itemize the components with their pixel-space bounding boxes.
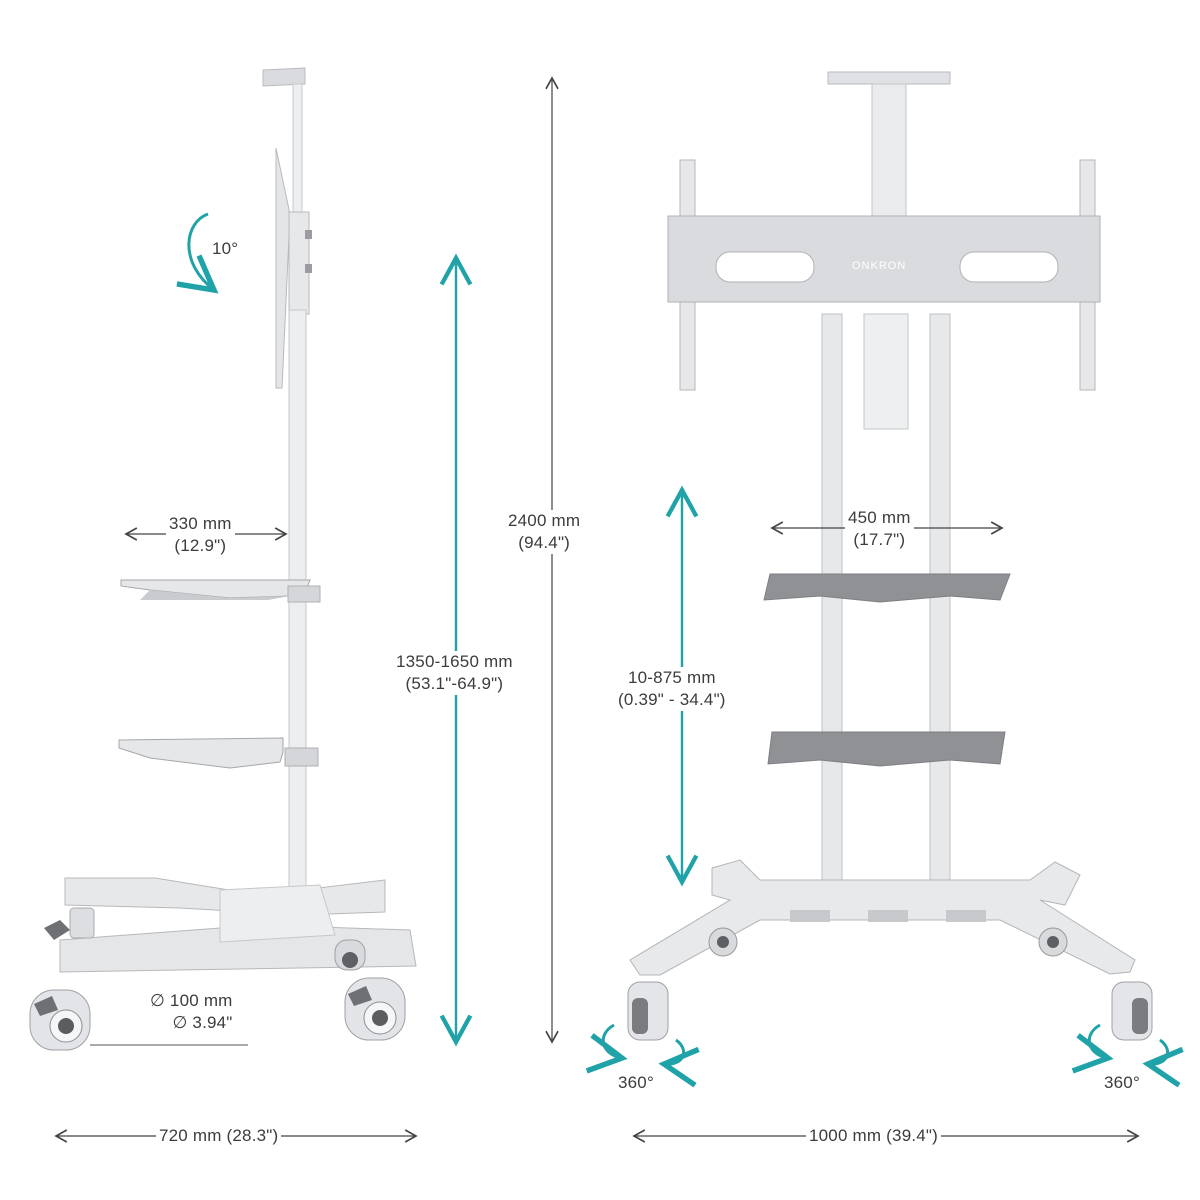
front-top-post bbox=[871, 83, 907, 225]
brand-logo: ONKRON bbox=[852, 260, 907, 272]
pole-spacing-mm: 450 mm bbox=[848, 508, 911, 527]
side-base-hub bbox=[219, 884, 336, 943]
side-main-pole bbox=[288, 309, 307, 909]
rotation-arrow-left-b bbox=[658, 1038, 700, 1088]
total-height-mm: 2400 mm bbox=[508, 511, 581, 530]
caster-rotation-right-label: 360° bbox=[1104, 1073, 1140, 1092]
caster-rotation-left-label: 360° bbox=[618, 1073, 654, 1092]
total-height-label: 2400 mm (94.4") bbox=[505, 510, 584, 554]
front-wheel-back-left bbox=[708, 927, 738, 957]
side-view bbox=[29, 67, 417, 1051]
front-pole-left bbox=[821, 313, 843, 890]
shelf-depth-mm: 330 mm bbox=[169, 514, 232, 533]
shelf-depth-in: (12.9") bbox=[174, 536, 227, 555]
base-width-label: 1000 mm (39.4") bbox=[806, 1125, 942, 1147]
side-shelf-lower bbox=[118, 737, 284, 769]
front-wheel-front-right bbox=[1111, 981, 1153, 1041]
side-wheel-back-left bbox=[44, 907, 95, 940]
rotation-arrow-right-a bbox=[1071, 1023, 1114, 1074]
rotation-arrow-right-b bbox=[1142, 1038, 1184, 1088]
shelf-depth-label: 330 mm (12.9") bbox=[166, 513, 235, 557]
front-shelf-lower bbox=[767, 731, 1006, 767]
side-upper-pole bbox=[292, 83, 303, 215]
front-center-bracket bbox=[863, 313, 909, 430]
mount-height-label: 1350-1650 mm (53.1"-64.9") bbox=[393, 651, 516, 695]
front-top-plate bbox=[827, 71, 951, 85]
mount-height-in: (53.1"-64.9") bbox=[405, 674, 504, 693]
side-top-cap bbox=[262, 67, 306, 87]
front-view bbox=[627, 71, 1153, 1041]
front-pole-right bbox=[929, 313, 951, 890]
tilt-arrow bbox=[176, 212, 219, 294]
total-height-in: (94.4") bbox=[518, 533, 571, 552]
pole-spacing-in: (17.7") bbox=[853, 530, 906, 549]
front-wheel-back-right bbox=[1038, 927, 1068, 957]
wheel-diameter-mm: ∅ 100 mm bbox=[150, 991, 233, 1010]
side-wheel-front-right bbox=[344, 977, 406, 1041]
wheel-diameter-in: ∅ 3.94" bbox=[172, 1013, 233, 1032]
rotation-arrow-left-a bbox=[585, 1023, 628, 1074]
tilt-label: 10° bbox=[212, 239, 239, 258]
side-wheel-front-left bbox=[29, 989, 91, 1051]
side-tv-plate bbox=[275, 147, 291, 389]
front-shelf-upper bbox=[763, 573, 1011, 603]
base-depth-label: 720 mm (28.3") bbox=[156, 1125, 282, 1147]
shelf-adjust-label: 10-875 mm (0.39" - 34.4") bbox=[615, 667, 729, 711]
side-bracket bbox=[288, 211, 310, 315]
shelf-adjust-mm: 10-875 mm bbox=[627, 668, 716, 687]
shelf-adjust-in: (0.39" - 34.4") bbox=[618, 690, 726, 709]
side-wheel-back-right bbox=[334, 939, 366, 971]
mount-height-mm: 1350-1650 mm bbox=[396, 652, 513, 671]
front-wheel-front-left bbox=[627, 981, 669, 1041]
wheel-diameter-label: ∅ 100 mm ∅ 3.94" bbox=[150, 990, 233, 1034]
pole-spacing-label: 450 mm (17.7") bbox=[845, 507, 914, 551]
